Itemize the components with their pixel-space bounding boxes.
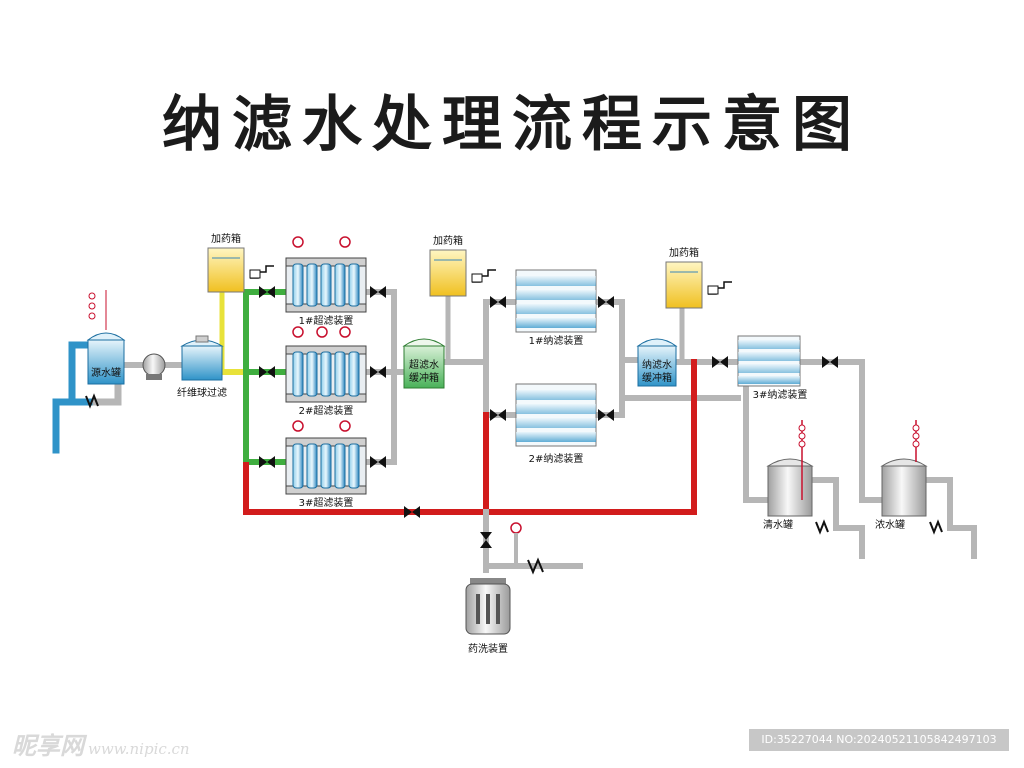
clean-water-tank: 清水罐 [763,420,814,531]
uf-3-label: 3#超滤装置 [299,496,354,509]
dosing-1-label: 加药箱 [211,232,241,245]
pipe-cip-loop [243,359,697,515]
nf-buffer-tank: 纳滤水 缓冲箱 [636,338,678,387]
pressure-gauge-icon [339,326,351,338]
dosing-3-label: 加药箱 [669,246,699,259]
dosing-tank-2: 加药箱 [429,234,496,297]
check-valve-icon [929,519,943,535]
pressure-gauge-icon [292,326,304,338]
watermark-id: ID:35227044 NO:20240521105842497103 [749,729,1009,751]
pipe-source-riser [68,341,92,406]
gauge-icon [798,432,806,440]
valve-icon [370,286,386,298]
check-valve-icon [527,557,544,575]
gauge-icon [798,424,806,432]
nf-buffer-label-1: 纳滤水 [642,358,672,371]
uf-unit-3: 3#超滤装置 [285,420,367,509]
nf-3-label: 3#纳滤装置 [753,388,808,401]
nf-unit-2: 2#纳滤装置 [515,383,597,465]
pipe-source-inlet [52,398,100,454]
gauge-icon [798,440,806,448]
valve-icon [598,296,614,308]
dosing-tank-3: 加药箱 [665,246,732,309]
valve-icon [490,409,506,421]
source-water-tank: 源水罐 [86,290,126,385]
nf-unit-3: 3#纳滤装置 [737,335,808,401]
gauge-icon [88,292,96,300]
page-title: 纳滤水处理流程示意图 [162,90,862,160]
cip-unit: 药洗装置 [465,522,522,655]
source-tank-label: 源水罐 [91,366,121,379]
pressure-gauge-icon [292,420,304,432]
gauge-icon [912,440,920,448]
pressure-gauge-icon [292,236,304,248]
valve-icon [404,506,420,518]
pump-icon [142,353,166,377]
check-valve-icon [815,519,829,535]
uf-buffer-label-1: 超滤水 [409,358,439,371]
uf-buffer-tank: 超滤水 缓冲箱 [402,338,446,389]
uf-unit-2: 2#超滤装置 [285,326,367,417]
gauge-icon [912,432,920,440]
valve-icon [598,409,614,421]
valve-icon [370,366,386,378]
valve-icon [822,356,838,368]
pressure-gauge-icon [316,326,328,338]
check-valve-icon [85,393,99,409]
check-valves [85,393,943,575]
valve-icon [712,356,728,368]
pressure-gauge-icon [339,236,351,248]
valve-icon [490,296,506,308]
nf-2-label: 2#纳滤装置 [529,452,584,465]
pressure-gauge-icon [510,522,522,534]
fiber-filter-label: 纤维球过滤 [177,386,227,399]
pipe-nf3-product [743,383,771,503]
gauge-icon [88,302,96,310]
valve-icon [259,456,275,468]
gauge-icon [88,312,96,320]
valve-icon [259,366,275,378]
valve-icon [370,456,386,468]
nf-buffer-label-2: 缓冲箱 [642,371,672,384]
concentrate-tank: 浓水罐 [875,420,928,531]
feed-pump [142,353,166,380]
uf-1-label: 1#超滤装置 [299,314,354,327]
watermark-url: www.nipic.cn [88,740,190,758]
dosing-tank-1: 加药箱 [207,232,274,293]
valve-icon [259,286,275,298]
uf-unit-1: 1#超滤装置 [285,236,367,327]
nf-1-label: 1#纳滤装置 [529,334,584,347]
uf-buffer-label-2: 缓冲箱 [409,371,439,384]
dosing-2-label: 加药箱 [433,234,463,247]
fiber-ball-filter: 纤维球过滤 [177,335,227,399]
uf-2-label: 2#超滤装置 [299,404,354,417]
pipe-conc-outlet [923,477,977,559]
nf-unit-1: 1#纳滤装置 [515,269,597,347]
pressure-gauge-icon [339,420,351,432]
cip-label: 药洗装置 [468,642,508,655]
pipe-clean-outlet [809,477,865,559]
conc-tank-label: 浓水罐 [875,518,905,531]
clean-tank-label: 清水罐 [763,518,793,531]
valves [259,286,838,548]
valve-icon [480,532,492,548]
gauge-icon [912,424,920,432]
pipe-source-loop [92,378,122,406]
watermark-site: 昵享网 [12,731,84,760]
